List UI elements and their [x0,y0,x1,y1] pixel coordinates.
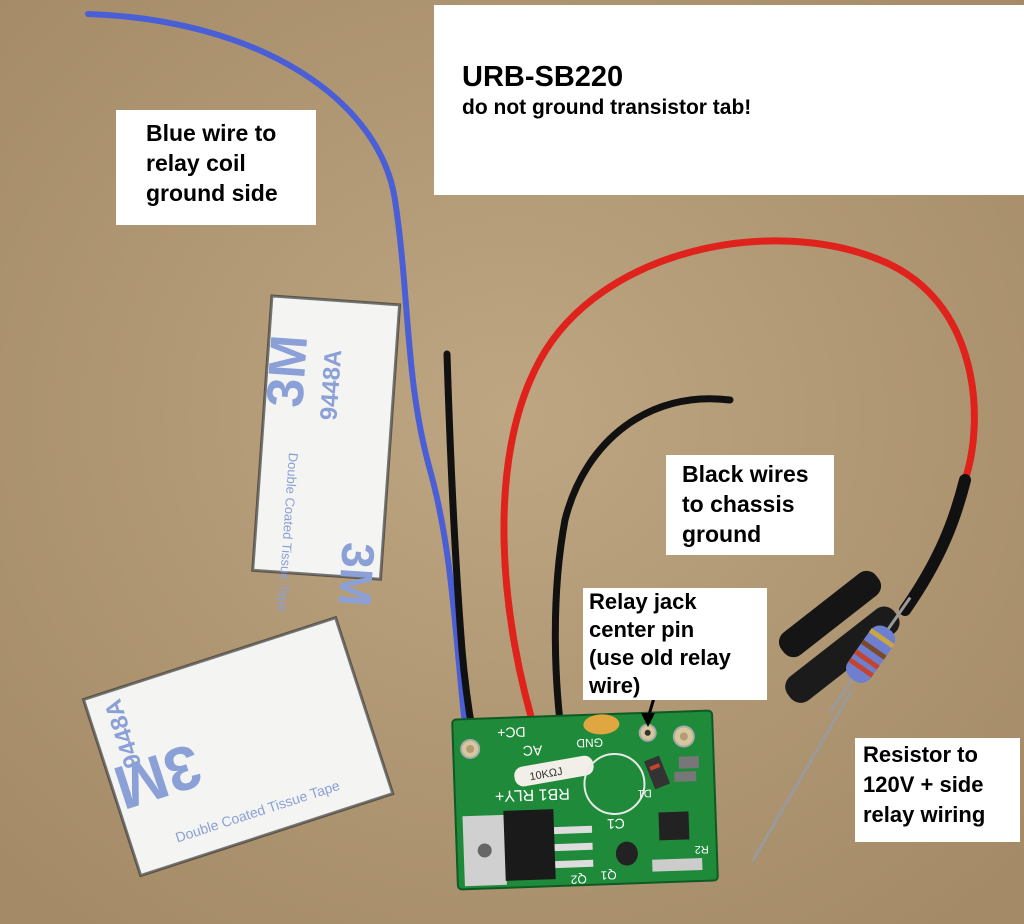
pcb-silk-rly: RB1 RLY+ [495,785,570,805]
pcb-silk-ac: AC [523,742,543,759]
pcb-silk-dc: DC+ [497,724,526,741]
relay-jack-label-line: wire) [589,673,641,698]
pcb-silk-d1: D1 [638,787,652,799]
black-wire-right [551,395,734,749]
pcb-silk-q1: Q1 [600,868,617,883]
model-title: URB-SB220 [462,61,624,93]
black-wires-label: Black wires to chassis ground [666,455,834,555]
warning-text: do not ground transistor tab! [462,96,752,119]
resistor-component [828,596,912,714]
resistor-label-line: Resistor to [863,742,978,767]
blue-wire [85,11,481,793]
black-wires-label-line: ground [682,521,762,547]
black-wires-label-line: to chassis [682,491,795,517]
relay-jack-label-line: Relay jack [589,589,697,614]
title-box: URB-SB220 do not ground transistor tab! [434,5,1024,195]
tape-piece-upper: 3M 9448A Double Coated Tissue Tape 3M [251,294,402,612]
tape-upper-brand-2: 3M [329,541,385,608]
pcb-silk-r2: R2 [695,843,709,855]
pcb-silk-q2: Q2 [570,872,587,887]
pcb-silk-gnd: GND [576,735,603,750]
relay-jack-label-line: center pin [589,617,695,642]
blue-wire-label-line: ground side [146,180,278,206]
relay-jack-label: Relay jack center pin (use old relay wir… [583,588,767,700]
relay-jack-label-line: (use old relay [589,645,731,670]
pcb-resistor-marking: 10KΩJ [529,766,564,784]
tape-upper-part: 9448A [315,349,347,421]
red-wire [500,237,978,744]
resistor-label-line: 120V + side [863,772,984,797]
blue-wire-label-line: Blue wire to [146,120,277,146]
blue-wire-label-line: relay coil [146,150,246,176]
tape-piece-lower: 3M 9448A Double Coated Tissue Tape [81,615,395,878]
black-wires-label-line: Black wires [682,461,809,487]
blue-wire-label: Blue wire to relay coil ground side [116,110,316,225]
resistor-label-line: relay wiring [863,802,986,827]
pcb-board: 10KΩJ DC+ AC GND RB1 RLY+ C1 D1 Q1 Q2 R2 [451,709,719,891]
resistor-lead-sleeve [899,474,971,616]
resistor-label: Resistor to 120V + side relay wiring [855,738,1020,842]
tape-upper-brand: 3M [256,333,319,409]
pcb-silk-c1: C1 [606,816,625,833]
resistor-long-lead [750,689,854,863]
